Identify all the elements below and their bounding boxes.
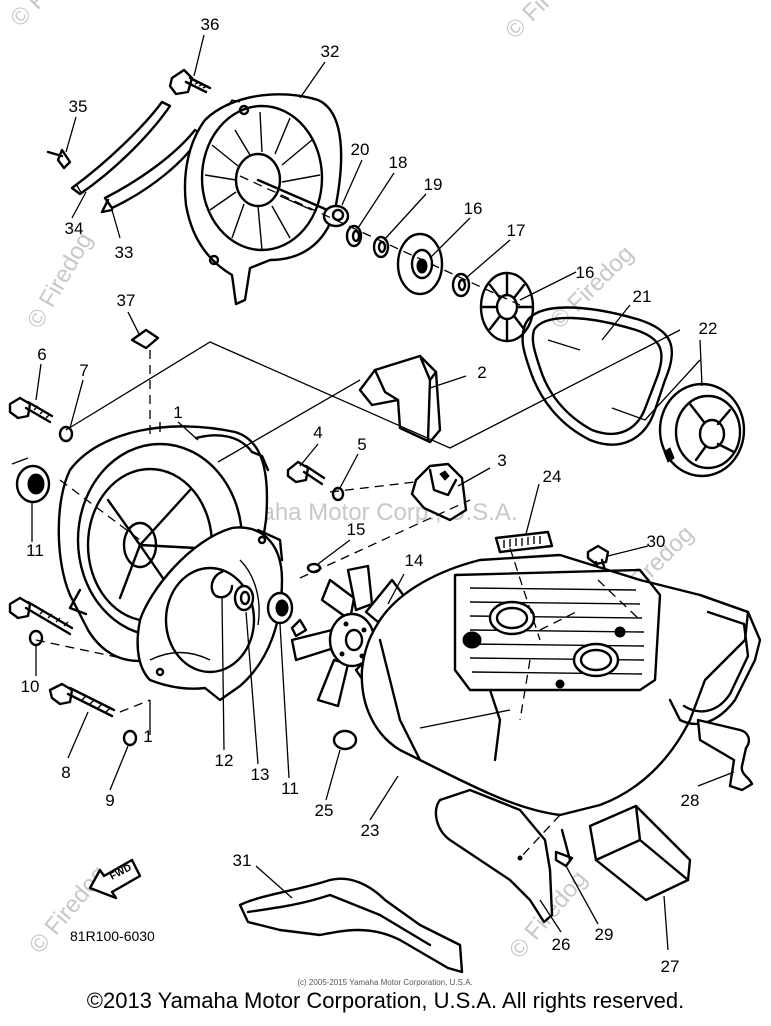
part-27-seal-block xyxy=(588,804,692,902)
callout-34: 34 xyxy=(65,219,84,238)
callout-37: 37 xyxy=(117,291,136,310)
callout-6: 6 xyxy=(37,345,46,364)
callout-18: 18 xyxy=(389,153,408,172)
part-16-sheave-half-ribbed xyxy=(479,271,535,343)
callout-9: 9 xyxy=(105,791,114,810)
callout-22: 22 xyxy=(699,319,718,338)
callout-11-right: 11 xyxy=(281,779,299,798)
part-31-guard-plate xyxy=(238,877,464,974)
callout-31: 31 xyxy=(233,851,252,870)
part-4-bolt xyxy=(286,460,326,486)
callout-19: 19 xyxy=(424,175,443,194)
callout-7: 7 xyxy=(79,361,88,380)
part-8-bolt xyxy=(48,682,116,718)
callout-5: 5 xyxy=(357,435,366,454)
part-21-v-belt xyxy=(521,306,674,446)
part-13-washer xyxy=(233,584,255,612)
callout-28: 28 xyxy=(681,791,700,810)
part-18-collar xyxy=(345,224,363,248)
part-5-washer xyxy=(331,486,345,502)
callout-32: 32 xyxy=(321,42,340,61)
callout-3: 3 xyxy=(497,451,506,470)
leader-lines xyxy=(31,34,735,951)
part-15-clip xyxy=(306,562,322,574)
callout-17: 17 xyxy=(507,221,526,240)
part-6-bolt xyxy=(8,396,54,424)
part-20-bushing xyxy=(322,204,350,228)
callouts: 36 32 35 20 18 19 16 34 33 17 16 21 37 2… xyxy=(21,15,718,976)
part-2-bracket xyxy=(358,354,442,444)
part-3-bracket xyxy=(410,462,468,522)
callout-35: 35 xyxy=(69,97,88,116)
callout-27: 27 xyxy=(661,957,680,976)
callout-14: 14 xyxy=(405,551,424,570)
part-23-shroud xyxy=(360,553,762,817)
part-19-washer xyxy=(372,235,390,259)
part-37-tag xyxy=(130,328,160,350)
watermark-brand: © Firedog xyxy=(500,0,594,44)
part-11-bearing-left xyxy=(15,464,51,504)
part-32-fan-cover xyxy=(183,93,343,306)
fwd-arrow-icon: FWD xyxy=(88,858,142,900)
callout-4: 4 xyxy=(313,423,322,442)
callout-36: 36 xyxy=(201,15,220,34)
callout-15: 15 xyxy=(347,520,366,539)
part-36-bolt xyxy=(168,68,212,96)
part-26-duct-piece xyxy=(434,788,554,924)
callout-25: 25 xyxy=(315,801,334,820)
callout-1-lower: 1 xyxy=(143,727,152,746)
callout-23: 23 xyxy=(361,821,380,840)
callout-30: 30 xyxy=(647,532,666,551)
callout-12: 12 xyxy=(215,751,234,770)
part-28-seal xyxy=(696,718,754,792)
callout-21: 21 xyxy=(633,287,652,306)
callout-26: 26 xyxy=(552,935,571,954)
callout-1: 1 xyxy=(173,403,182,422)
copyright-footer: ©2013 Yamaha Motor Corporation, U.S.A. A… xyxy=(86,988,685,1013)
callout-29: 29 xyxy=(595,925,614,944)
part-24-label xyxy=(494,530,554,554)
part-11-bearing-right xyxy=(266,591,294,625)
part-10-bolt xyxy=(8,596,74,647)
part-25-clamp xyxy=(332,729,358,751)
part-22-pulley xyxy=(658,382,746,478)
callout-24: 24 xyxy=(543,467,562,486)
callout-11-left: 11 xyxy=(26,541,44,560)
part-9-washer xyxy=(122,729,138,747)
part-34-strip xyxy=(70,100,172,196)
watermark-small-copyright: (c) 2005-2015 Yamaha Motor Corporation, … xyxy=(297,978,472,987)
part-29-screw xyxy=(554,828,574,868)
callout-10: 10 xyxy=(21,677,40,696)
part-7-washer xyxy=(58,425,74,443)
callout-16-upper: 16 xyxy=(464,199,483,218)
callout-16-lower: 16 xyxy=(576,263,595,282)
watermark-brand: © Firedog xyxy=(22,228,98,333)
part-16-sheave-half xyxy=(396,232,444,296)
diagram-code: 81R100-6030 xyxy=(70,928,155,944)
part-1-backplate xyxy=(136,526,284,702)
callout-13: 13 xyxy=(251,765,270,784)
callout-33: 33 xyxy=(115,243,134,262)
callout-2: 2 xyxy=(477,363,486,382)
assembly-lines xyxy=(11,175,701,859)
part-35-screw xyxy=(46,148,72,170)
callout-20: 20 xyxy=(351,140,370,159)
part-12-circlip xyxy=(210,570,234,599)
callout-8: 8 xyxy=(61,763,70,782)
watermark-brand: © Firedog xyxy=(5,0,99,32)
